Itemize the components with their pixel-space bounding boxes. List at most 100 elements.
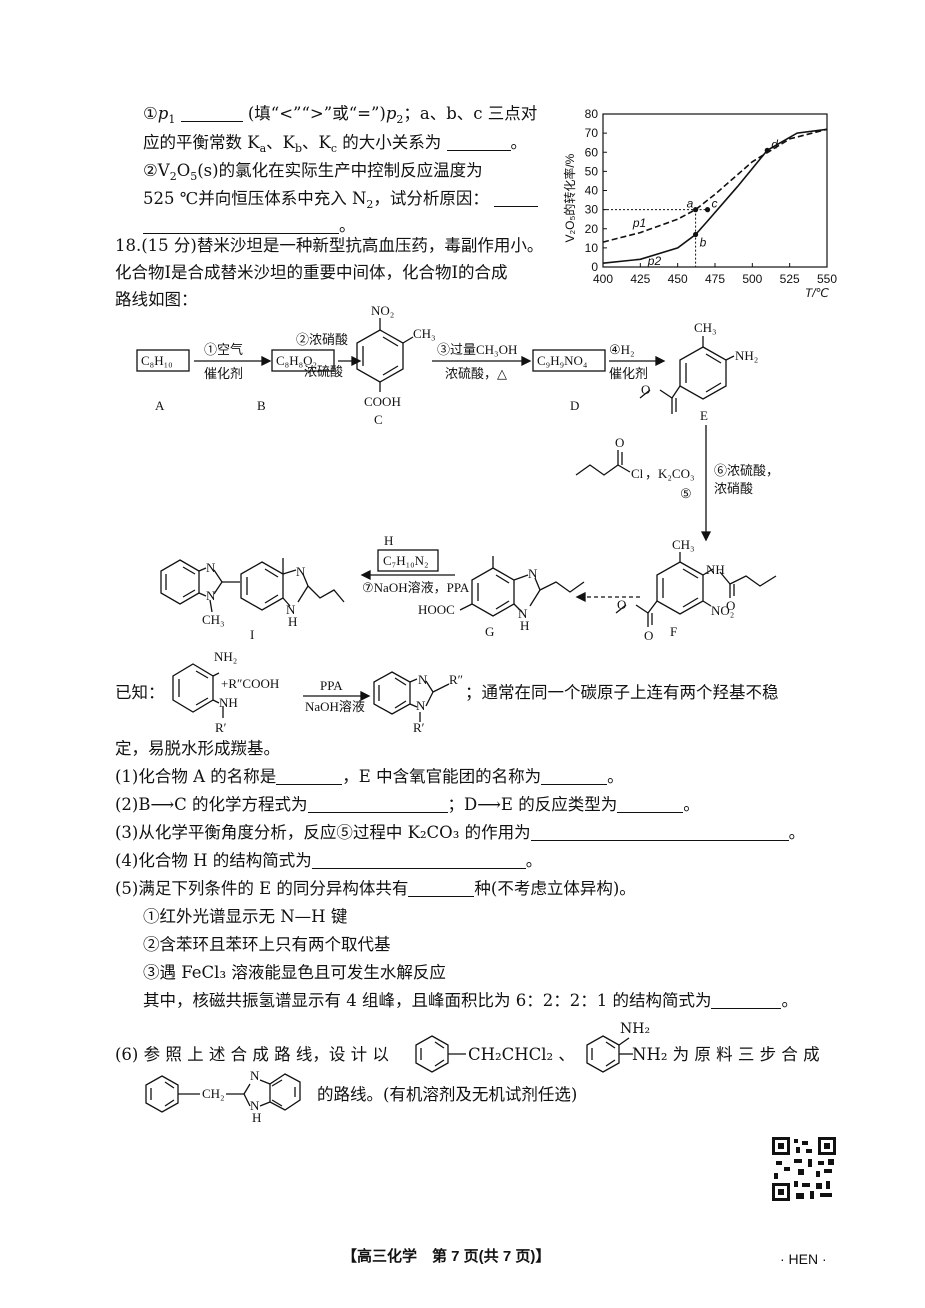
step4-condition: 催化剂: [609, 366, 648, 381]
answer-blank[interactable]: [446, 134, 511, 151]
step6-reagent: ⑥浓硫酸，: [714, 463, 779, 478]
amine-label: NH₂: [214, 649, 237, 664]
step1-condition: 催化剂: [204, 366, 243, 381]
reagent-label: +R″COOH: [221, 676, 279, 691]
y-tick-label: 80: [585, 107, 599, 121]
condition-4: 其中，核磁共振氢谱显示有 4 组峰，且峰面积比为 6：2：2：1 的结构简式为。: [143, 991, 798, 1010]
answer-blank[interactable]: [711, 992, 782, 1009]
step1-reagent: ①空气: [204, 342, 243, 357]
x-tick-label: 525: [780, 272, 800, 286]
methyl-label: CH₃: [694, 320, 717, 335]
nitro-label: NO₂: [711, 603, 734, 618]
nh-label: NH: [219, 695, 238, 710]
q17-line2: 应的平衡常数 Ka、Kb、Kc 的大小关系为 。: [143, 133, 528, 155]
x-tick-label: 400: [593, 272, 613, 286]
question-6-end: 的路线。(有机溶剂及无机试剂任选): [317, 1085, 578, 1104]
series-label-p2: p2: [647, 254, 662, 268]
answer-blank[interactable]: [276, 768, 343, 785]
condition-naoh: NaOH溶液: [305, 699, 365, 714]
label-b: B: [257, 398, 266, 413]
q6-reactant-2: [586, 1035, 633, 1073]
known-reaction: NH₂ +R″COOH NH R′ PPA NaOH溶液 N N R″ R′: [172, 649, 463, 734]
oxygen-label: O: [644, 628, 653, 640]
step5-number: ⑤: [680, 486, 692, 501]
oxygen-label: O: [726, 598, 735, 613]
formula-a: C₈H₁₀: [141, 353, 173, 368]
answer-blank[interactable]: [617, 796, 684, 813]
imidazole-nh-label: N: [518, 606, 528, 621]
q18-intro-1: 18.(15 分)替米沙坦是一种新型抗高血压药，毒副作用小。: [115, 236, 544, 255]
condition-2: ②含苯环且苯环上只有两个取代基: [143, 935, 391, 954]
x-tick-label: 500: [742, 272, 762, 286]
point-label-a: a: [687, 197, 694, 211]
y-tick-label: 0: [591, 260, 598, 274]
point-label-c: c: [712, 197, 718, 211]
y-tick-label: 40: [585, 184, 599, 198]
answer-blank[interactable]: [311, 852, 526, 869]
plot-frame: [602, 113, 828, 268]
y-tick-label: 60: [585, 145, 599, 159]
q17-line5: 。: [143, 215, 356, 237]
y-tick-label: 20: [585, 222, 599, 236]
imidazole-n-label: N: [418, 672, 428, 687]
label-h: H: [384, 533, 393, 548]
hooc-label: HOOC: [418, 602, 455, 617]
answer-blank[interactable]: [180, 105, 243, 122]
formula-box-d: [532, 349, 606, 372]
x-tick-label: 475: [705, 272, 725, 286]
known-text-2: 定，易脱水形成羰基。: [115, 739, 280, 758]
step7-condition: ⑦NaOH溶液，PPA: [362, 580, 470, 595]
point-d: [764, 147, 770, 153]
formula-box-b: [271, 349, 335, 372]
r-prime-label: R′: [215, 720, 227, 734]
carboxyl-label: COOH: [364, 394, 401, 409]
imidazole-n-label: N: [206, 560, 216, 575]
methyl-label: CH₃: [413, 326, 436, 341]
methyl-label: CH₃: [202, 612, 225, 627]
benzene-ring-e: [679, 346, 727, 400]
known-text: ；通常在同一个碳原子上连有两个羟基不稳: [465, 683, 779, 702]
question-4: (4)化合物 H 的结构简式为。: [115, 851, 543, 870]
imidazole-n-label: N: [250, 1068, 260, 1083]
r-prime-label: R′: [413, 720, 425, 734]
imidazole-h-label: H: [288, 614, 297, 629]
series-line-p1: [602, 128, 828, 243]
answer-blank[interactable]: [530, 824, 789, 841]
q6-reactant-1: [415, 1035, 466, 1073]
condition-3: ③遇 FeCl₃ 溶液能显色且可发生水解反应: [143, 963, 446, 982]
step5-reagent: ，K₂CO₃: [645, 466, 695, 481]
y-tick-label: 30: [585, 203, 599, 217]
qr-code: [772, 1137, 836, 1201]
benzene-ring-f: [656, 561, 704, 615]
question-1: (1)化合物 A 的名称是，E 中含氧官能团的名称为。: [115, 767, 624, 786]
label-i: I: [250, 627, 254, 640]
answer-blank[interactable]: [143, 217, 339, 234]
label-d: D: [570, 398, 579, 413]
label-g: G: [485, 624, 494, 639]
imidazole-n-label: N: [250, 1098, 260, 1113]
y-axis-label: V₂O₅的转化率/%: [562, 153, 577, 242]
known-prefix: 已知：: [115, 683, 165, 702]
answer-blank[interactable]: [494, 190, 539, 207]
answer-blank[interactable]: [408, 880, 475, 897]
oxygen-label: O: [617, 597, 626, 612]
formula-b: C₈H₈O₂: [276, 353, 317, 368]
q17-line3: ②V2O5(s)的氯化在实际生产中控制反应温度为: [143, 161, 483, 183]
point-a: [692, 207, 699, 213]
answer-blank[interactable]: [307, 796, 448, 813]
q6-reactant-1-text: CH₂CHCl₂ 、: [468, 1045, 575, 1064]
answer-blank[interactable]: [541, 768, 608, 785]
question-2: (2)B⟶C 的化学方程式为；D⟶E 的反应类型为。: [115, 795, 700, 814]
step6-condition: 浓硝酸: [714, 481, 753, 496]
methyl-label: CH₃: [672, 537, 695, 552]
formula-box-h: [377, 549, 439, 572]
label-f: F: [670, 624, 677, 639]
label-e: E: [700, 408, 708, 423]
benzimidazole-ring-i: [160, 559, 200, 605]
question-3: (3)从化学平衡角度分析，反应⑤过程中 K₂CO₃ 的作用为。: [115, 823, 806, 842]
step2-condition: 浓硫酸: [304, 364, 343, 379]
y-tick-label: 10: [585, 241, 599, 255]
step2-reagent: ②浓硝酸: [296, 332, 348, 347]
condition-ppa: PPA: [320, 678, 343, 693]
oxygen-label: O: [641, 382, 650, 397]
